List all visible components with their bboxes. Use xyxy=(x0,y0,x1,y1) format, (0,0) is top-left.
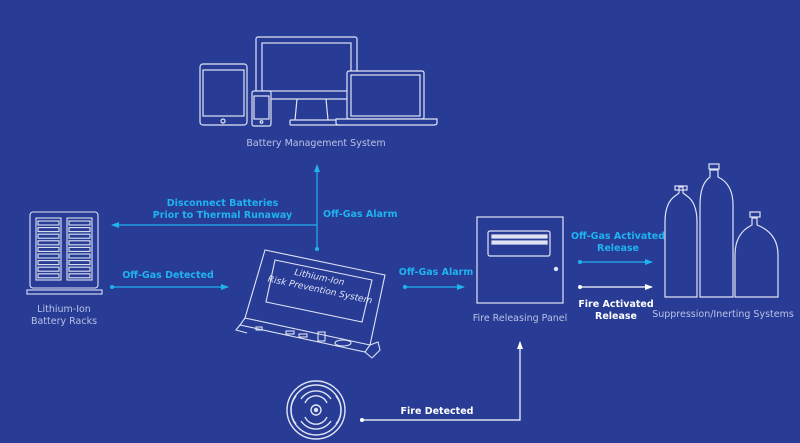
flow-offgas-alarm-panel xyxy=(403,284,465,290)
racks-label-line1: Lithium-Ion xyxy=(37,304,91,315)
offgas-release-line1: Off-Gas Activated xyxy=(570,231,666,242)
disconnect-label: Disconnect Batteries Prior to Thermal Ru… xyxy=(140,198,305,222)
battery-slot xyxy=(68,246,91,252)
battery-slot xyxy=(68,253,91,259)
battery-slot xyxy=(68,240,91,246)
battery-slot xyxy=(37,220,60,226)
offgas-release-label: Off-Gas Activated Release xyxy=(568,231,668,255)
battery-slot xyxy=(37,273,60,279)
flow-fire-detected xyxy=(360,341,523,422)
disconnect-label-line1: Disconnect Batteries xyxy=(166,198,279,209)
flow-fire-release xyxy=(578,284,653,290)
battery-slot xyxy=(68,260,91,266)
fire-detected-label: Fire Detected xyxy=(400,406,474,417)
gas-cylinders-icon xyxy=(664,163,779,298)
battery-slot xyxy=(37,240,60,246)
battery-slot xyxy=(37,260,60,266)
battery-slot xyxy=(37,253,60,259)
panel-label: Fire Releasing Panel xyxy=(472,313,568,324)
fire-release-line1: Fire Activated xyxy=(578,299,654,310)
devices-icon xyxy=(199,36,438,127)
battery-slot xyxy=(37,233,60,239)
racks-label: Lithium-Ion Battery Racks xyxy=(14,304,114,328)
rps-device-icon xyxy=(235,249,386,359)
offgas-release-line2: Release xyxy=(597,243,639,254)
flow-offgas-detected xyxy=(110,284,229,290)
battery-slot xyxy=(68,233,91,239)
battery-slot xyxy=(68,273,91,279)
smoke-detector-icon xyxy=(286,380,346,440)
bms-label: Battery Management System xyxy=(246,138,386,149)
fire-panel-icon xyxy=(476,216,564,304)
offgas-alarm-panel-label: Off-Gas Alarm xyxy=(398,267,474,278)
battery-rack-icon xyxy=(26,211,103,295)
fire-release-label: Fire Activated Release xyxy=(566,299,666,323)
offgas-detected-label: Off-Gas Detected xyxy=(122,270,214,281)
battery-slot xyxy=(37,227,60,233)
battery-slot xyxy=(37,246,60,252)
battery-slot xyxy=(68,227,91,233)
racks-label-line2: Battery Racks xyxy=(30,316,98,327)
flow-offgas-release xyxy=(578,259,653,265)
battery-slot xyxy=(68,220,91,226)
flow-offgas-alarm-bms xyxy=(314,164,320,251)
battery-slot xyxy=(68,266,91,272)
fire-release-line2: Release xyxy=(595,311,637,322)
battery-slot xyxy=(37,266,60,272)
suppression-label: Suppression/Inerting Systems xyxy=(652,309,794,320)
disconnect-label-line2: Prior to Thermal Runaway xyxy=(152,210,293,221)
offgas-alarm-bms-label: Off-Gas Alarm xyxy=(323,209,398,220)
